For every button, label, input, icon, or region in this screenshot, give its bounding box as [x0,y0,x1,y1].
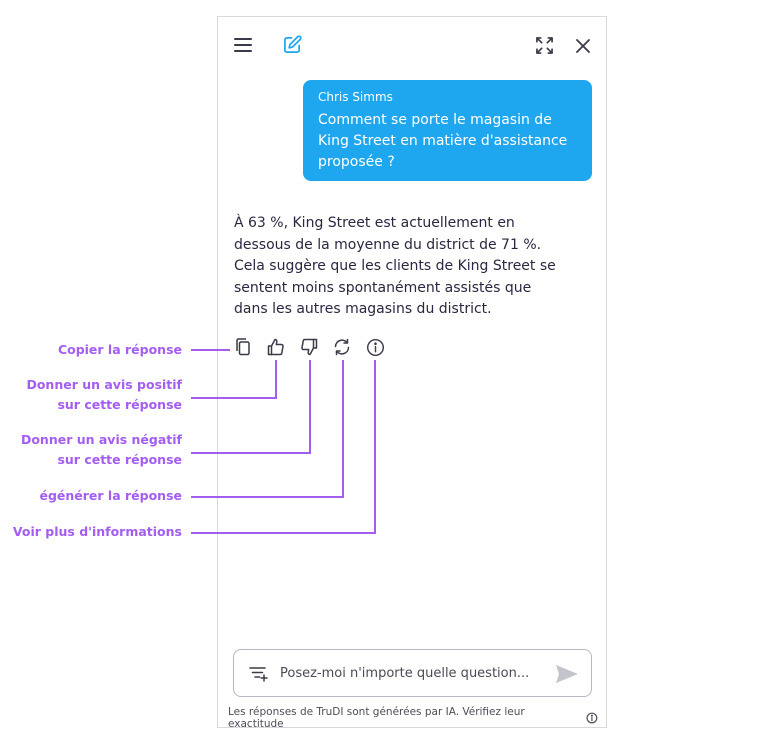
menu-button[interactable] [232,35,254,55]
thumbs-up-icon [267,338,284,356]
thumbs-up-callout-line [191,360,277,399]
answer-actions [232,336,397,358]
thumbs-down-button[interactable] [298,336,320,358]
info-button[interactable] [364,336,386,358]
thumbs-up-button[interactable] [265,336,287,358]
question-input-box [233,649,592,697]
ai-disclaimer: Les réponses de TruDI sont générées par … [228,706,598,730]
regenerate-callout-line [191,360,344,498]
close-button[interactable] [572,35,594,57]
message-author: Chris Simms [318,90,393,104]
send-button[interactable] [554,662,580,686]
question-input[interactable] [280,663,530,683]
info-icon[interactable] [586,712,598,724]
edit-icon [283,34,302,53]
filter-add-icon [249,667,268,682]
new-chat-button[interactable] [281,33,303,55]
disclaimer-text: Les réponses de TruDI sont générées par … [228,706,525,730]
message-text: Comment se porte le magasin de King Stre… [318,112,568,170]
annotation-thumbs-down: Donner un avis négatif sur cette réponse [20,432,182,467]
user-message-bubble: Chris Simms Comment se porte le magasin … [303,80,592,181]
refresh-icon [334,338,350,356]
annotation-info: Voir plus d'informations [12,524,182,539]
info-icon [366,338,384,356]
copy-button[interactable] [232,336,254,358]
thumbs-down-callout-line [191,360,311,454]
ai-answer-text: À 63 %, King Street est actuellement en … [234,215,556,317]
copy-icon [236,338,250,356]
chat-panel: Chris Simms Comment se porte le magasin … [217,16,607,730]
menu-icon [234,38,252,52]
annotation-thumbs-up: Donner un avis positif sur cette réponse [26,377,182,412]
regenerate-button[interactable] [331,336,353,358]
filter-button[interactable] [248,664,270,684]
info-callout-line [191,360,376,534]
annotation-copy: Copier la réponse [57,342,182,357]
annotation-regenerate: égénérer la réponse [39,488,182,503]
expand-icon [535,36,553,54]
thumbs-down-icon [301,338,318,356]
expand-button[interactable] [533,34,555,56]
send-icon [556,665,578,683]
close-icon [576,39,590,53]
